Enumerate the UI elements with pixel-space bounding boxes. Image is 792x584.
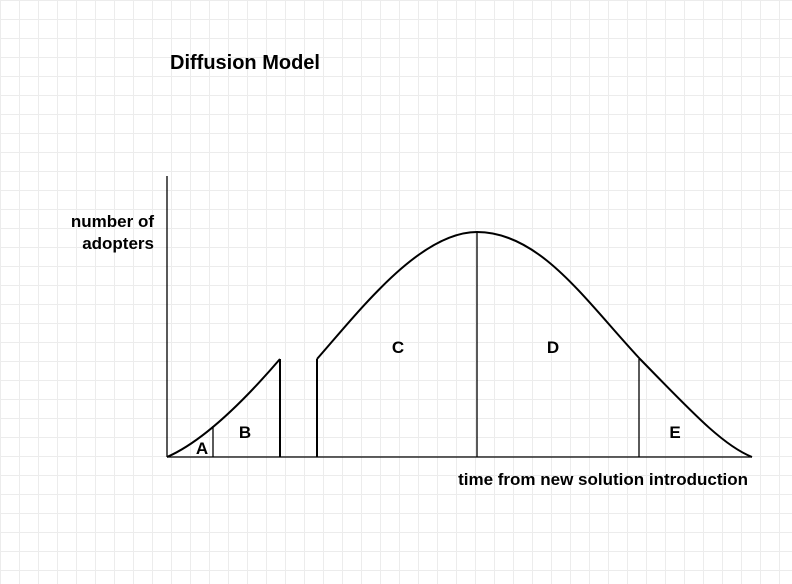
segment-label-b: B — [239, 423, 251, 442]
y-axis-label-line-2: adopters — [82, 234, 154, 253]
curve-left-portion — [166, 358, 281, 458]
y-axis-label-line-1: number of — [70, 212, 154, 231]
curve-right-portion — [316, 230, 753, 458]
segment-label-a: A — [196, 439, 208, 458]
y-axis-label: number of adopters — [71, 211, 154, 255]
diagram-title: Diffusion Model — [170, 52, 320, 74]
segment-label-c: C — [392, 338, 404, 357]
segment-label-e: E — [669, 423, 680, 442]
segment-label-d: D — [547, 338, 559, 357]
x-axis-label: time from new solution introduction — [458, 470, 748, 489]
